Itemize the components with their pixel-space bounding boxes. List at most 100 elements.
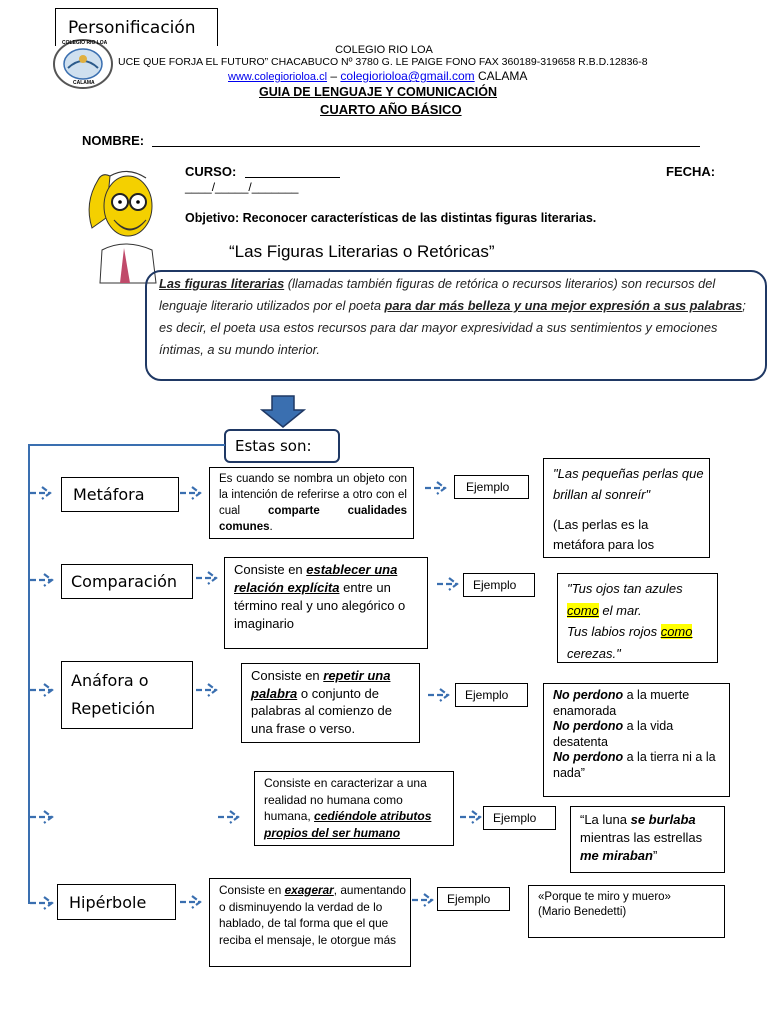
def-emphasis: exagerar — [284, 883, 334, 897]
ejemplo-label: Ejemplo — [473, 578, 517, 592]
nombre-label: NOMBRE: — [82, 133, 145, 148]
ex-line1: "Tus ojos tan azules — [567, 581, 683, 596]
ex-emphasis: me miraban — [580, 848, 653, 863]
def-emphasis: establecer una relación explícita — [234, 562, 398, 595]
fecha-label: FECHA: — [666, 164, 716, 179]
dash: – — [330, 69, 338, 83]
def-end: . — [269, 521, 273, 533]
ex-line2-end: cerezas." — [567, 645, 621, 661]
definition-comparacion-text: Consiste en establecer una relación expl… — [234, 561, 424, 633]
school-name: COLEGIO RIO LOA — [335, 44, 433, 56]
ejemplo-label: Ejemplo — [466, 480, 510, 494]
ex-anaphora: No perdono — [553, 719, 624, 733]
cartoon-character-icon — [88, 170, 157, 284]
ex-anaphora: No perdono — [553, 688, 624, 702]
intro-box — [145, 270, 767, 381]
example-anafora: No perdono a la muerte enamorada No perd… — [543, 683, 730, 797]
ex-quote: «Porque te miro y muero» — [538, 891, 671, 903]
ex-line1-end: el mar. — [598, 602, 642, 618]
flow-top-line — [28, 444, 225, 446]
intro-part-2: (llamadas también figuras de retórica o … — [159, 276, 716, 313]
estas-son-box: Estas son: — [224, 429, 340, 463]
ejemplo-button-3[interactable]: Ejemplo — [455, 683, 528, 707]
figure-comparacion: Comparación — [61, 564, 193, 599]
ex-line: a la vida desatenta — [553, 719, 674, 749]
ex-anaphora: No perdono — [553, 750, 624, 764]
example-metafora-quote: "Las pequeñas perlas que brillan al sonr… — [553, 466, 704, 502]
example-anafora-text: No perdono a la muerte enamorada No perd… — [553, 688, 725, 781]
ex-end: ” — [652, 848, 658, 863]
guide-title: GUIA DE LENGUAJE Y COMUNICACIÓN — [259, 85, 497, 99]
intro-part-4: ; es decir, el poeta usa estos recursos … — [159, 298, 746, 357]
definition-anafora: Consiste en repetir una palabra o conjun… — [241, 663, 420, 743]
date-field[interactable]: ____/_____/_______ — [185, 180, 299, 194]
objetivo: Objetivo: Reconocer características de l… — [185, 211, 597, 225]
example-hiperbole: «Porque te miro y muero» (Mario Benedett… — [528, 885, 725, 938]
def-emphasis: repetir una palabra — [251, 668, 391, 701]
definition-metafora: Es cuando se nombra un objeto con la int… — [209, 467, 414, 539]
website-link[interactable]: www.colegiorioloa.cl — [228, 71, 328, 83]
ex-highlight: como — [567, 602, 599, 618]
curso-field[interactable] — [245, 177, 340, 178]
figure-anafora-label-1: Anáfora o — [71, 671, 149, 690]
flow-vertical-line — [28, 444, 30, 904]
school-logo-icon — [53, 39, 113, 89]
ejemplo-button-1[interactable]: Ejemplo — [454, 475, 529, 499]
def-text: Es cuando se nombra un objeto con la int… — [219, 473, 407, 517]
example-metafora: "Las pequeñas perlas que brillan al sonr… — [543, 458, 710, 558]
example-comparacion-text: "Tus ojos tan azules como el mar. Tus la… — [567, 578, 715, 664]
city: CALAMA — [478, 69, 528, 83]
figure-anafora-label-2: Repetición — [71, 699, 156, 718]
ex-highlight: como — [660, 624, 693, 639]
def-emphasis: comparte cualidades comunes — [219, 505, 408, 533]
email-link[interactable]: colegiorioloa@gmail.com — [340, 69, 475, 83]
grade-title: CUARTO AÑO BÁSICO — [320, 102, 462, 117]
def-emphasis: cediéndole atributos propios del ser hum… — [264, 809, 432, 840]
def-end: entre un término real y uno alegórico o … — [234, 580, 406, 631]
figure-metafora-label: Metáfora — [73, 485, 145, 504]
figure-anafora: Anáfora o Repetición — [61, 661, 193, 729]
definition-hiperbole-text: Consiste en exagerar, aumentando o dismi… — [219, 882, 407, 948]
def-text: Consiste en — [251, 668, 324, 683]
logo-text-bottom: CALAMA — [73, 80, 95, 86]
definition-personificacion: Consiste en caracterizar a una realidad … — [254, 771, 454, 846]
example-hiperbole-text: «Porque te miro y muero» (Mario Benedett… — [538, 890, 720, 920]
intro-term: Las figuras literarias — [159, 276, 285, 291]
def-text: Consiste en caracterizar a una realidad … — [264, 776, 427, 823]
ex-author: (Mario Benedetti) — [538, 906, 627, 918]
ejemplo-button-5[interactable]: Ejemplo — [437, 887, 510, 911]
example-metafora-note: (Las perlas es la metáfora para los — [553, 517, 655, 552]
intro-text: Las figuras literarias (llamadas también… — [159, 273, 755, 361]
ejemplo-label: Ejemplo — [465, 688, 509, 702]
intro-purpose: para dar más belleza y una mejor expresi… — [384, 298, 743, 313]
logo-text-top: COLEGIO RIO LOA — [62, 40, 108, 46]
ejemplo-button-4[interactable]: Ejemplo — [483, 806, 556, 830]
definition-personificacion-text: Consiste en caracterizar a una realidad … — [264, 775, 450, 841]
nombre-field[interactable] — [152, 146, 700, 147]
ex-text: mientras las estrellas — [580, 830, 703, 845]
ex-line: a la tierra ni a la nada” — [553, 750, 716, 780]
example-comparacion: "Tus ojos tan azules como el mar. Tus la… — [557, 573, 718, 663]
ejemplo-button-2[interactable]: Ejemplo — [463, 573, 535, 597]
def-end: , aumentando o disminuyendo la verdad de… — [219, 883, 406, 947]
definition-hiperbole: Consiste en exagerar, aumentando o dismi… — [209, 878, 411, 967]
definition-comparacion: Consiste en establecer una relación expl… — [224, 557, 428, 649]
school-contact: www.colegiorioloa.cl – colegiorioloa@gma… — [228, 69, 527, 83]
example-personificacion-text: “La luna se burlaba mientras las estrell… — [580, 811, 720, 865]
figure-metafora: Metáfora — [61, 477, 179, 512]
figure-hiperbole: Hipérbole — [57, 884, 176, 920]
ex-line2: Tus labios rojos — [567, 624, 661, 639]
definition-anafora-text: Consiste en repetir una palabra o conjun… — [251, 667, 416, 737]
ex-line: a la muerte enamorada — [553, 688, 690, 718]
definition-metafora-text: Es cuando se nombra un objeto con la int… — [219, 471, 407, 535]
down-arrow-icon — [259, 395, 307, 428]
figure-hiperbole-label: Hipérbole — [69, 893, 147, 912]
def-text: Consiste en — [219, 883, 285, 897]
curso-label: CURSO: — [185, 164, 237, 179]
title-tag-text: Personificación — [68, 18, 196, 38]
school-address: UCE QUE FORJA EL FUTURO” CHACABUCO Nº 37… — [118, 56, 648, 68]
ejemplo-label: Ejemplo — [447, 892, 491, 906]
ex-emphasis: se burlaba — [630, 812, 696, 827]
school-logo: COLEGIO RIO LOA CALAMA — [52, 38, 114, 90]
